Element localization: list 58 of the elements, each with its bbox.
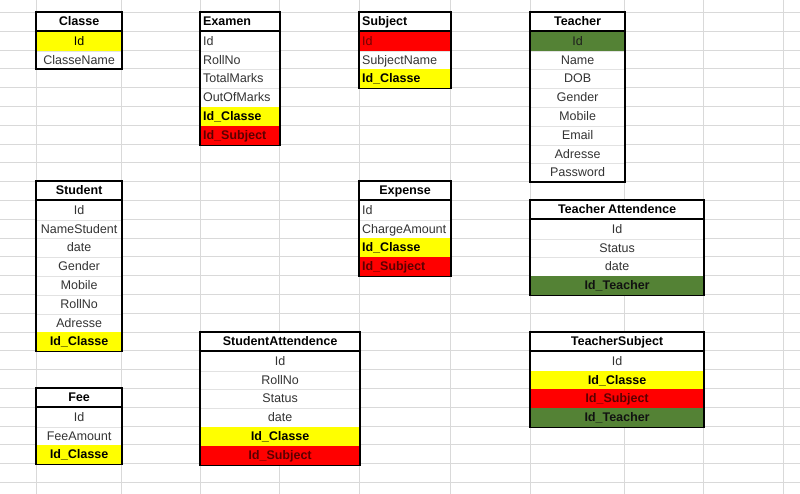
field-name: RollNo — [37, 294, 121, 314]
entity-table — [358, 11, 452, 89]
field-name: DOB — [531, 69, 624, 88]
field-name: TotalMarks — [201, 69, 279, 88]
highlighted-field: Id_Subject — [201, 126, 279, 145]
field-name: RollNo — [201, 370, 359, 390]
field-name: Id — [610, 220, 624, 238]
highlighted-field: Id_Classe — [37, 445, 121, 464]
field-name: Status — [201, 389, 359, 408]
table-title: StudentAttendence — [201, 333, 359, 352]
entity-table — [35, 11, 123, 70]
highlighted-field: Id_Teacher — [531, 276, 703, 295]
field-name: Password — [531, 163, 624, 182]
field-name: Id — [361, 202, 374, 219]
highlighted-field: Id_Classe — [201, 106, 279, 126]
field-name: NameStudent — [37, 220, 121, 238]
highlighted-field: Id — [37, 32, 121, 51]
field-name: Id — [202, 32, 214, 50]
highlighted-field: Id_Classe — [37, 332, 121, 352]
field-name: Name — [531, 50, 624, 70]
highlighted-field: Id_Classe — [360, 238, 450, 258]
table-title: Student — [37, 182, 121, 201]
highlighted-field: Id_Subject — [360, 257, 450, 276]
entity-table — [35, 180, 123, 352]
field-name: Id — [610, 352, 624, 370]
highlighted-field: Id_Subject — [201, 446, 359, 465]
field-name: ClasseName — [37, 50, 121, 70]
highlighted-field: Id_Classe — [531, 370, 703, 390]
table-title: Teacher Attendence — [531, 201, 703, 220]
entity-table — [35, 387, 123, 465]
entity-table — [529, 199, 705, 296]
field-name: Adresse — [531, 144, 624, 164]
field-name: Gender — [37, 257, 121, 276]
field-name: Id — [72, 408, 86, 426]
entity-table — [529, 11, 626, 183]
entity-table — [529, 331, 705, 428]
field-name: Status — [531, 238, 703, 258]
field-name: Mobile — [37, 276, 121, 295]
field-name: Gender — [531, 88, 624, 107]
highlighted-field: Id_Classe — [360, 69, 450, 88]
highlighted-field: Id_Subject — [531, 389, 703, 408]
entity-table — [199, 331, 361, 466]
entity-table — [199, 11, 281, 146]
field-name: Id — [72, 202, 86, 219]
table-title: Examen — [201, 13, 279, 32]
highlighted-field: Id — [360, 32, 450, 51]
table-title: TeacherSubject — [531, 333, 703, 352]
highlighted-field: Id — [531, 32, 624, 51]
entity-table — [358, 180, 452, 277]
field-name: Id — [274, 352, 286, 370]
table-title: Expense — [360, 182, 450, 201]
field-name: date — [37, 238, 121, 258]
field-name: Email — [531, 126, 624, 145]
table-title: Fee — [37, 389, 121, 408]
highlighted-field: Id_Classe — [201, 426, 359, 446]
field-name: Mobile — [531, 106, 624, 126]
field-name: RollNo — [201, 50, 279, 70]
highlighted-field: Id_Teacher — [531, 408, 703, 427]
